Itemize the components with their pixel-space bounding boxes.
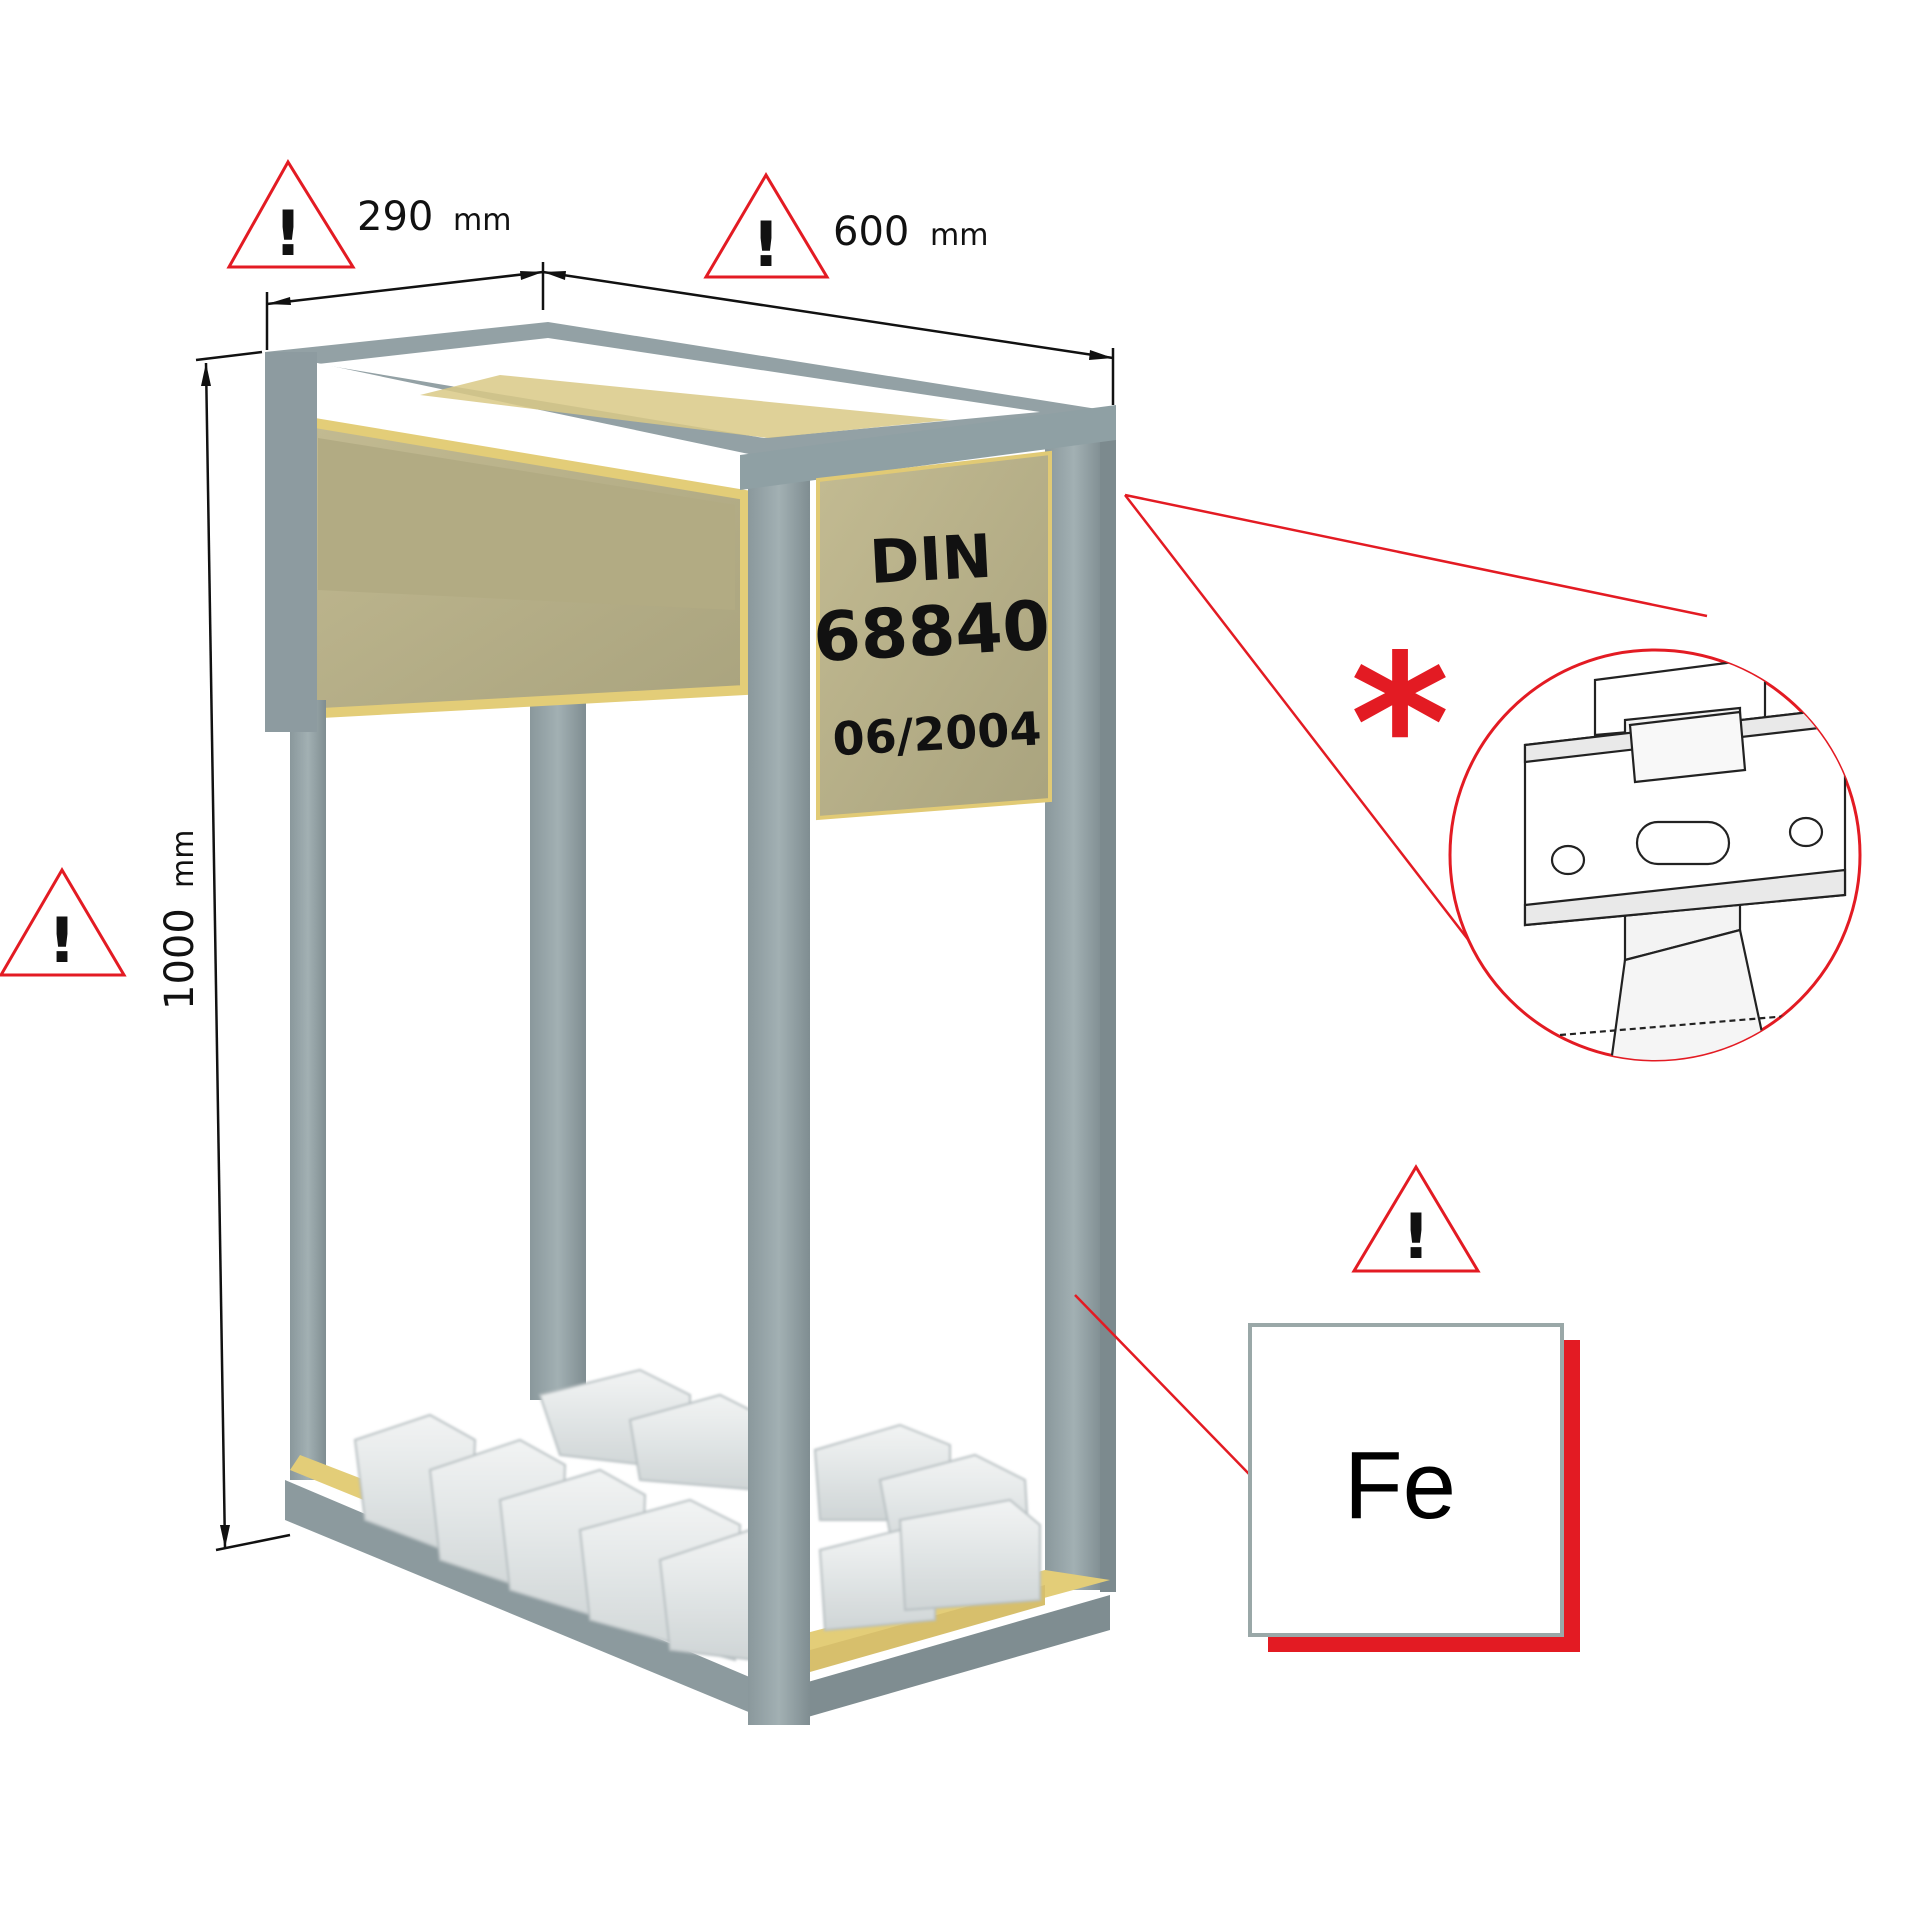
- dimension-arrowheads: [201, 271, 1113, 1548]
- height-dimension-unit: mm: [166, 830, 201, 888]
- plate-date: 06/2004: [831, 701, 1042, 766]
- material-leader-line: [1074, 1294, 1251, 1476]
- warning-triangle-icon: !: [0, 867, 127, 977]
- length-dimension-value: 600: [833, 209, 909, 255]
- material-label: Fe: [1248, 1323, 1580, 1652]
- warning-triangle-icon: !: [1351, 1164, 1481, 1273]
- detail-asterisk: *: [1350, 614, 1449, 835]
- svg-text:!: !: [274, 197, 302, 270]
- dimension-lines: [195, 262, 1115, 1552]
- svg-text:!: !: [48, 904, 76, 977]
- callout-lines: [1124, 493, 1708, 956]
- width-dimension-value: 290: [357, 194, 433, 240]
- plate-standard-number: 68840: [811, 587, 1051, 678]
- storage-rack: [265, 322, 1116, 1725]
- warning-triangle-icon: !: [226, 159, 356, 270]
- svg-text:!: !: [1402, 1200, 1430, 1273]
- height-dimension-value: 1000: [157, 908, 203, 1010]
- plate-standard-label: DIN: [868, 522, 994, 598]
- rail-detail-magnifier: [1448, 648, 1862, 1062]
- material-symbol: Fe: [1344, 1432, 1456, 1539]
- stacked-blocks: [353, 1368, 1041, 1662]
- length-dimension-unit: mm: [930, 218, 988, 253]
- width-dimension-unit: mm: [453, 203, 511, 238]
- warning-triangle-icon: !: [703, 172, 830, 281]
- svg-text:!: !: [752, 208, 780, 281]
